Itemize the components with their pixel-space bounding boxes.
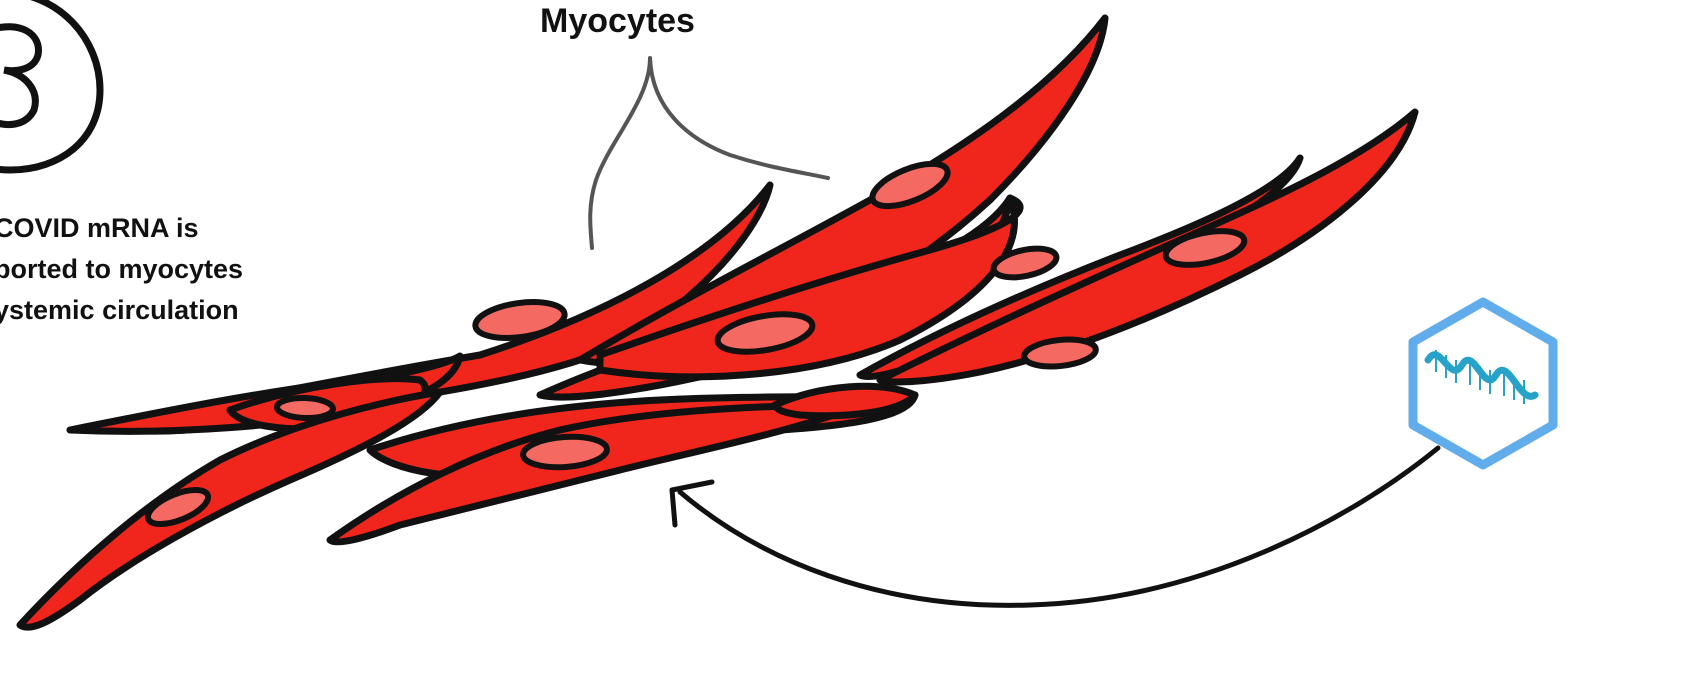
bracket-line xyxy=(590,58,828,248)
caption-line: COVID mRNA is xyxy=(0,208,243,249)
nucleus xyxy=(277,397,334,419)
myocyte-cell xyxy=(330,405,860,542)
caption-line: ystemic circulation xyxy=(0,290,243,331)
hexagon-mrna-icon xyxy=(1413,302,1553,465)
step-caption: COVID mRNA is ported to myocytes ystemic… xyxy=(0,208,243,331)
circled-number-icon xyxy=(0,0,100,170)
caption-line: ported to myocytes xyxy=(0,249,243,290)
myocytes-label: Myocytes xyxy=(540,2,695,41)
arrow-icon xyxy=(672,448,1438,605)
